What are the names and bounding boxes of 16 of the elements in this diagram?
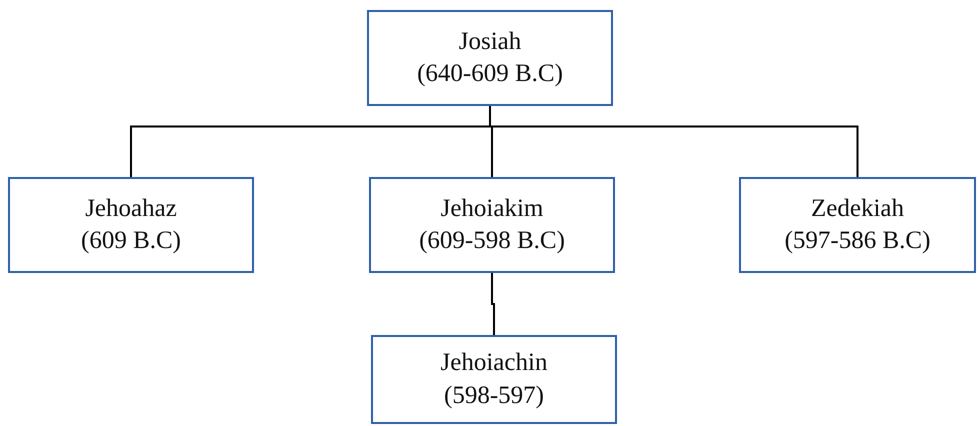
reign-dates: (640-609 B.C) xyxy=(417,59,563,89)
reign-dates: (597-586 B.C) xyxy=(784,226,930,256)
person-box xyxy=(371,335,617,424)
person-box xyxy=(367,10,613,106)
name-text: Jehoiachin xyxy=(440,348,548,378)
name-text: Jehoiakim xyxy=(440,194,544,224)
connector-line xyxy=(491,273,495,335)
name-text: Zedekiah xyxy=(810,194,904,224)
name-text: Jehoahaz xyxy=(85,194,177,224)
person-box xyxy=(739,177,976,273)
reign-dates: (609-598 B.C) xyxy=(419,226,565,256)
person-box xyxy=(8,177,254,273)
person-box xyxy=(369,177,615,273)
reign-dates: (598-597) xyxy=(444,380,544,410)
reign-dates: (609 B.C) xyxy=(81,226,181,256)
name-text: Josiah xyxy=(458,26,522,56)
